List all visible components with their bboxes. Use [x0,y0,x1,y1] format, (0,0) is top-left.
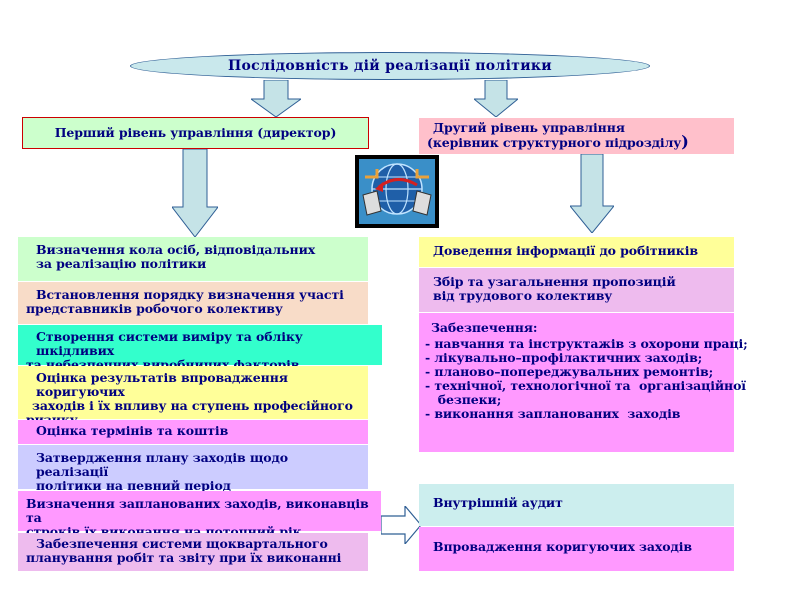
second-level-line1: Другий рівень управління [433,120,625,135]
provision-item: - технічної, технологічної та організаці… [425,378,746,393]
first-level-management: Перший рівень управління (директор) [22,117,369,149]
step-line: Забезпечення системи щоквартального [36,536,328,551]
step-line: Визначення кола осіб, відповідальних [36,242,316,257]
provision-item: - виконання запланованих заходів [425,406,681,421]
arrow-right [381,506,421,544]
step-line: за реалізацію політики [36,256,207,271]
step-line: Внутрішній аудит [433,495,563,510]
provision-heading: Забезпечення: [431,320,538,335]
step-line: Оцінка термінів та коштів [36,423,229,438]
step-line: Визначення запланованих заходів, виконав… [26,496,369,525]
step-line: Оцінка результатів впровадження коригуюч… [36,370,288,399]
step-timing-costs: Оцінка термінів та коштів [18,420,368,444]
arrow-down-right-main [570,154,614,233]
step-line: Доведення інформації до робітників [433,243,698,258]
second-level-line2: (керівник структурного підрозділу [427,135,682,150]
arrow-down-right-top [474,80,518,117]
provision-item: безпеки; [425,392,502,407]
step-corrective-measures: Впровадження коригуючих заходів [419,527,734,571]
step-plan-approval: Затвердження плану заходів щодо реалізац… [18,445,368,493]
step-line: Збір та узагальнення пропозицій [433,274,676,289]
arrow-down-left-top [251,80,301,117]
step-line: заходів і їх впливу на ступень професійн… [32,398,353,413]
provision-item: - навчання та інструктажів з охорони пра… [425,336,748,351]
page-title: Послідовність дій реалізації політики [130,52,650,80]
step-participation-order: Встановлення порядку визначення участі п… [18,282,368,324]
second-level-management: Другий рівень управління (керівник струк… [419,118,734,154]
provision-item: - планово–попереджувальних ремонтів; [425,364,714,379]
step-measurement-system: Створення системи виміру та обліку шкідл… [18,325,382,372]
step-line: Створення системи виміру та обліку шкідл… [36,329,303,358]
step-planned-measures: Визначення запланованих заходів, виконав… [18,491,381,539]
second-level-paren: ) [681,132,689,151]
step-internal-audit: Внутрішній аудит [419,484,734,526]
step-line: від трудового колективу [433,288,613,303]
provision-item: - лікувально–профілактичних заходів; [425,350,703,365]
globe-network-icon [355,155,439,228]
first-level-label: Перший рівень управління (директор) [54,125,337,140]
step-line: політики на певний період [36,478,231,493]
step-provision: Забезпечення: - навчання та інструктажів… [419,313,748,452]
step-line: планування робіт та звіту при їх виконан… [26,550,342,565]
step-quarterly-planning: Забезпечення системи щоквартального план… [18,533,368,571]
page-title-text: Послідовність дій реалізації політики [228,58,552,74]
arrow-down-left-main [172,149,218,237]
step-line: представників робочого колективу [26,301,283,316]
step-collect-proposals: Збір та узагальнення пропозицій від труд… [419,268,734,312]
step-line: Затвердження плану заходів щодо реалізац… [36,450,289,479]
step-line: Впровадження коригуючих заходів [433,539,692,554]
step-responsible-persons: Визначення кола осіб, відповідальних за … [18,237,368,281]
step-results-evaluation: Оцінка результатів впровадження коригуюч… [18,366,368,427]
step-line: Встановлення порядку визначення участі [36,287,344,302]
step-inform-workers: Доведення інформації до робітників [419,237,734,267]
